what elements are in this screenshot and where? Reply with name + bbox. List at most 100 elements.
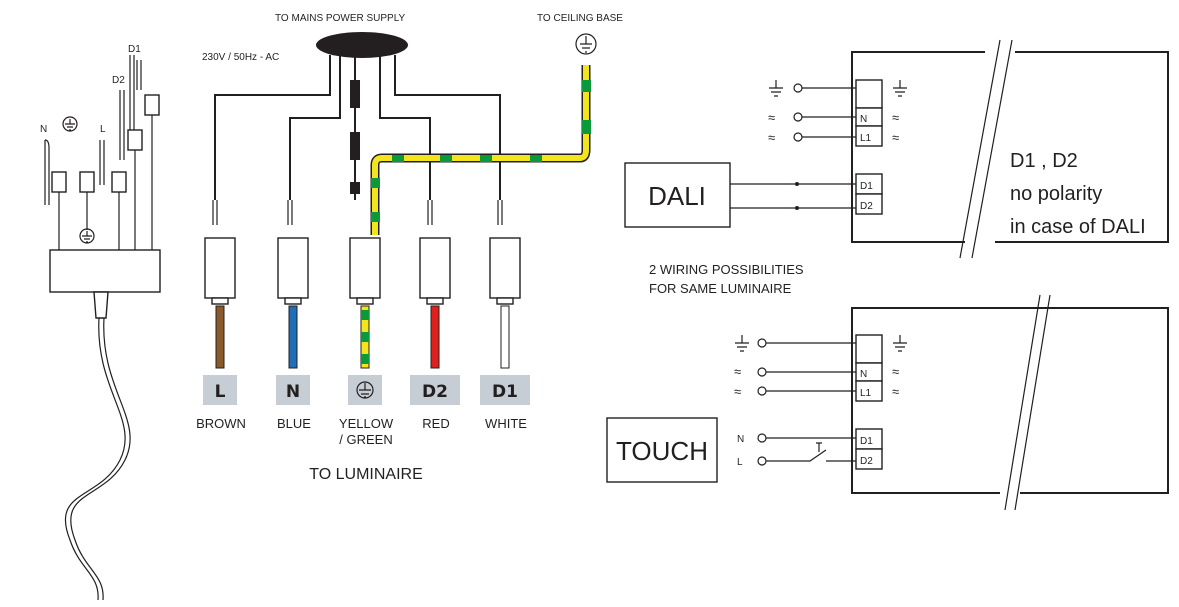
mains-sleeve-2: [350, 132, 360, 160]
color-red: RED: [422, 416, 449, 431]
touch-terminal-d2-box: [855, 448, 883, 470]
dali-ac-right-1: ≈: [892, 110, 899, 125]
touch-wiring: N L1 D1 D2 ≈ ≈ ≈ ≈ TOUCH N L: [606, 292, 1169, 511]
touch-ac-right-2: ≈: [892, 384, 899, 399]
touch-input-l: L: [737, 457, 743, 468]
left-ground-icon-2: [79, 228, 95, 244]
note-line-3: in case of DALI: [1010, 216, 1146, 238]
touch-ac-left-2: ≈: [734, 384, 741, 399]
dali-ac-left-1: ≈: [768, 110, 775, 125]
wiring-possibilities-line1: 2 WIRING POSSIBILITIES: [649, 262, 804, 277]
dali-box: [624, 162, 731, 228]
touch-terminal-d2: D2: [860, 456, 873, 467]
color-yellow: YELLOW: [339, 416, 394, 431]
dali-terminal-l1: L1: [860, 133, 872, 144]
color-brown: BROWN: [196, 416, 246, 431]
connector-white: [489, 237, 521, 369]
note-line-2: no polarity: [1010, 183, 1102, 205]
left-wire-l: [99, 140, 105, 185]
color-blue: BLUE: [277, 416, 311, 431]
left-wire-n: [44, 139, 50, 205]
dali-break-gap: [940, 40, 1030, 260]
dali-box-label: DALI: [648, 181, 706, 211]
mains-label: TO MAINS POWER SUPPLY: [275, 13, 406, 24]
badge-bg-n: [276, 375, 310, 405]
touch-break-lines: [1004, 294, 1051, 511]
left-terminal-5: [144, 94, 160, 116]
connector-blue: [277, 237, 309, 369]
dali-terminal-d2: D2: [860, 201, 873, 212]
touch-break-gap: [940, 292, 1030, 510]
left-l-label: L: [100, 124, 106, 135]
left-terminal-2: [79, 171, 95, 193]
left-d2-label: D2: [112, 75, 125, 86]
touch-earth-icon-right: [893, 335, 907, 352]
color-green: / GREEN: [339, 432, 392, 447]
left-connector-housing: [49, 249, 161, 293]
left-terminal-1: [51, 171, 67, 193]
touch-switch: [766, 442, 856, 462]
voltage-label: 230V / 50Hz - AC: [202, 52, 279, 63]
mains-cable-cap: [316, 32, 408, 58]
badge-d2: D2: [422, 382, 448, 402]
mains-wire-d2: [379, 55, 431, 200]
left-d1-label: D1: [128, 44, 141, 55]
color-white: WHITE: [485, 416, 527, 431]
ceiling-ground-icon: [575, 33, 597, 55]
mains-sleeve-3: [350, 182, 360, 194]
dali-earth-icon-right: [893, 80, 907, 97]
mains-wire-d1: [394, 55, 501, 200]
mains-wire-l: [214, 55, 331, 200]
mains-sleeve-1: [350, 80, 360, 108]
touch-box: [606, 417, 718, 483]
wiring-possibilities-line2: FOR SAME LUMINAIRE: [649, 281, 792, 296]
badge-n: N: [286, 382, 300, 402]
mains-wire-n: [289, 55, 341, 200]
touch-terminal-earth: [855, 334, 883, 364]
left-cable-1: [64, 317, 126, 601]
ceiling-ground-stripes: [371, 80, 591, 222]
badge-ground-icon: [356, 381, 374, 399]
touch-input-n: N: [737, 434, 744, 445]
touch-terminal-d1: D1: [860, 436, 873, 447]
luminaire-connectors: L N D2 D1 BROWN BLUE YELLOW / GREEN RED …: [196, 237, 530, 483]
connector-yellow-green: [349, 237, 381, 369]
ceiling-ground-outline: [370, 65, 591, 235]
dali-terminal-n: N: [860, 114, 867, 125]
touch-terminal-l1: L1: [860, 388, 872, 399]
left-wire-d2: [119, 90, 125, 160]
dali-terminal-earth: [855, 79, 883, 109]
connector-brown: [204, 237, 236, 369]
badge-d1: D1: [492, 382, 518, 402]
ceiling-label: TO CEILING BASE: [537, 13, 623, 24]
badge-bg-l: [203, 375, 237, 405]
touch-ac-left-1: ≈: [734, 364, 741, 379]
to-luminaire-label: TO LUMINAIRE: [309, 466, 423, 483]
left-terminal-4: [127, 129, 143, 151]
dali-break-lines: [959, 39, 1013, 259]
touch-body-edges: [852, 307, 1168, 494]
note-line-1: D1 , D2: [1010, 150, 1078, 172]
left-ground-icon: [62, 116, 78, 132]
dali-earth-icon-left: [769, 80, 783, 97]
dali-terminal-d1: D1: [860, 181, 873, 192]
left-n-label: N: [40, 124, 47, 135]
ceiling-ground-wire: [372, 65, 589, 235]
dali-terminal-l1-box: [855, 125, 883, 147]
dali-ac-right-2: ≈: [892, 130, 899, 145]
badge-bg-d2: [410, 375, 460, 405]
wire-ends: [212, 200, 503, 225]
dali-wiring: N L1 D1 D2 ≈ ≈ ≈ ≈ DALI D1 , D2 no polar…: [624, 39, 1169, 260]
left-cable-gland: [93, 291, 109, 319]
connector-red: [419, 237, 451, 369]
badge-l: L: [215, 382, 226, 402]
touch-terminal-n: N: [860, 369, 867, 380]
left-terminal-3: [111, 171, 127, 193]
dali-ac-left-2: ≈: [768, 130, 775, 145]
left-wire-d1: [129, 55, 142, 150]
left-wire-drops: [58, 115, 153, 250]
dali-terminal-d2-box: [855, 193, 883, 215]
dali-body-edges: [852, 51, 1168, 243]
left-connector-block: N L D1 D2: [40, 44, 161, 601]
touch-box-label: TOUCH: [616, 436, 708, 466]
